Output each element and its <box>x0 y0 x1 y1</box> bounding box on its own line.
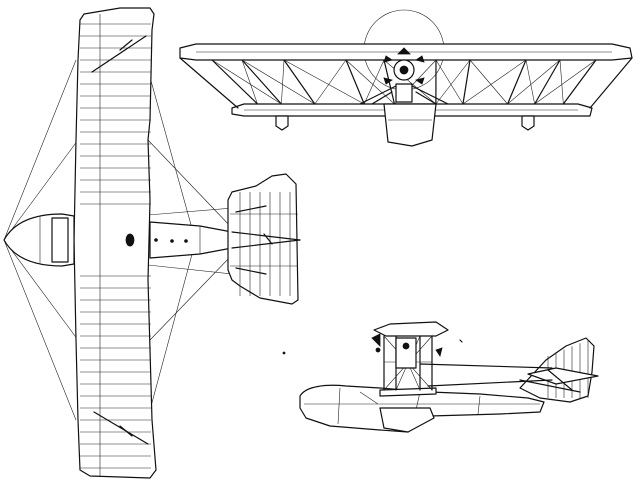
rib-line <box>435 59 464 105</box>
rib-line <box>241 59 282 105</box>
rib-line <box>435 59 471 105</box>
front-engine <box>359 47 449 105</box>
plan-hull <box>3 213 233 267</box>
rib-line <box>211 59 282 105</box>
rib-line <box>314 59 347 105</box>
rib-line <box>562 59 597 105</box>
rib-line <box>534 59 561 105</box>
rib-line <box>506 59 527 105</box>
rib-line <box>507 59 561 105</box>
rib-line <box>241 59 258 105</box>
rib-line <box>383 59 437 105</box>
side-view <box>282 321 599 433</box>
rib-line <box>179 57 239 109</box>
rib-line <box>559 59 564 105</box>
front-view <box>179 9 633 147</box>
plan-view <box>3 7 301 479</box>
rib-line <box>462 59 527 105</box>
rib-line <box>345 59 395 105</box>
rib-line <box>525 59 535 105</box>
rib-line <box>283 59 365 105</box>
rib-line <box>589 57 633 109</box>
rib-line <box>211 59 259 105</box>
rib-line <box>281 59 285 105</box>
rib-line <box>534 59 597 105</box>
rib-line <box>363 59 385 105</box>
side-wing-cell <box>371 321 449 397</box>
rib-line <box>469 59 508 105</box>
rib-line <box>462 59 471 105</box>
rib-line <box>241 59 315 105</box>
rib-line <box>345 59 365 105</box>
plan-tailplane <box>227 173 301 305</box>
rib-line <box>283 59 316 105</box>
plan-wing <box>73 7 157 479</box>
